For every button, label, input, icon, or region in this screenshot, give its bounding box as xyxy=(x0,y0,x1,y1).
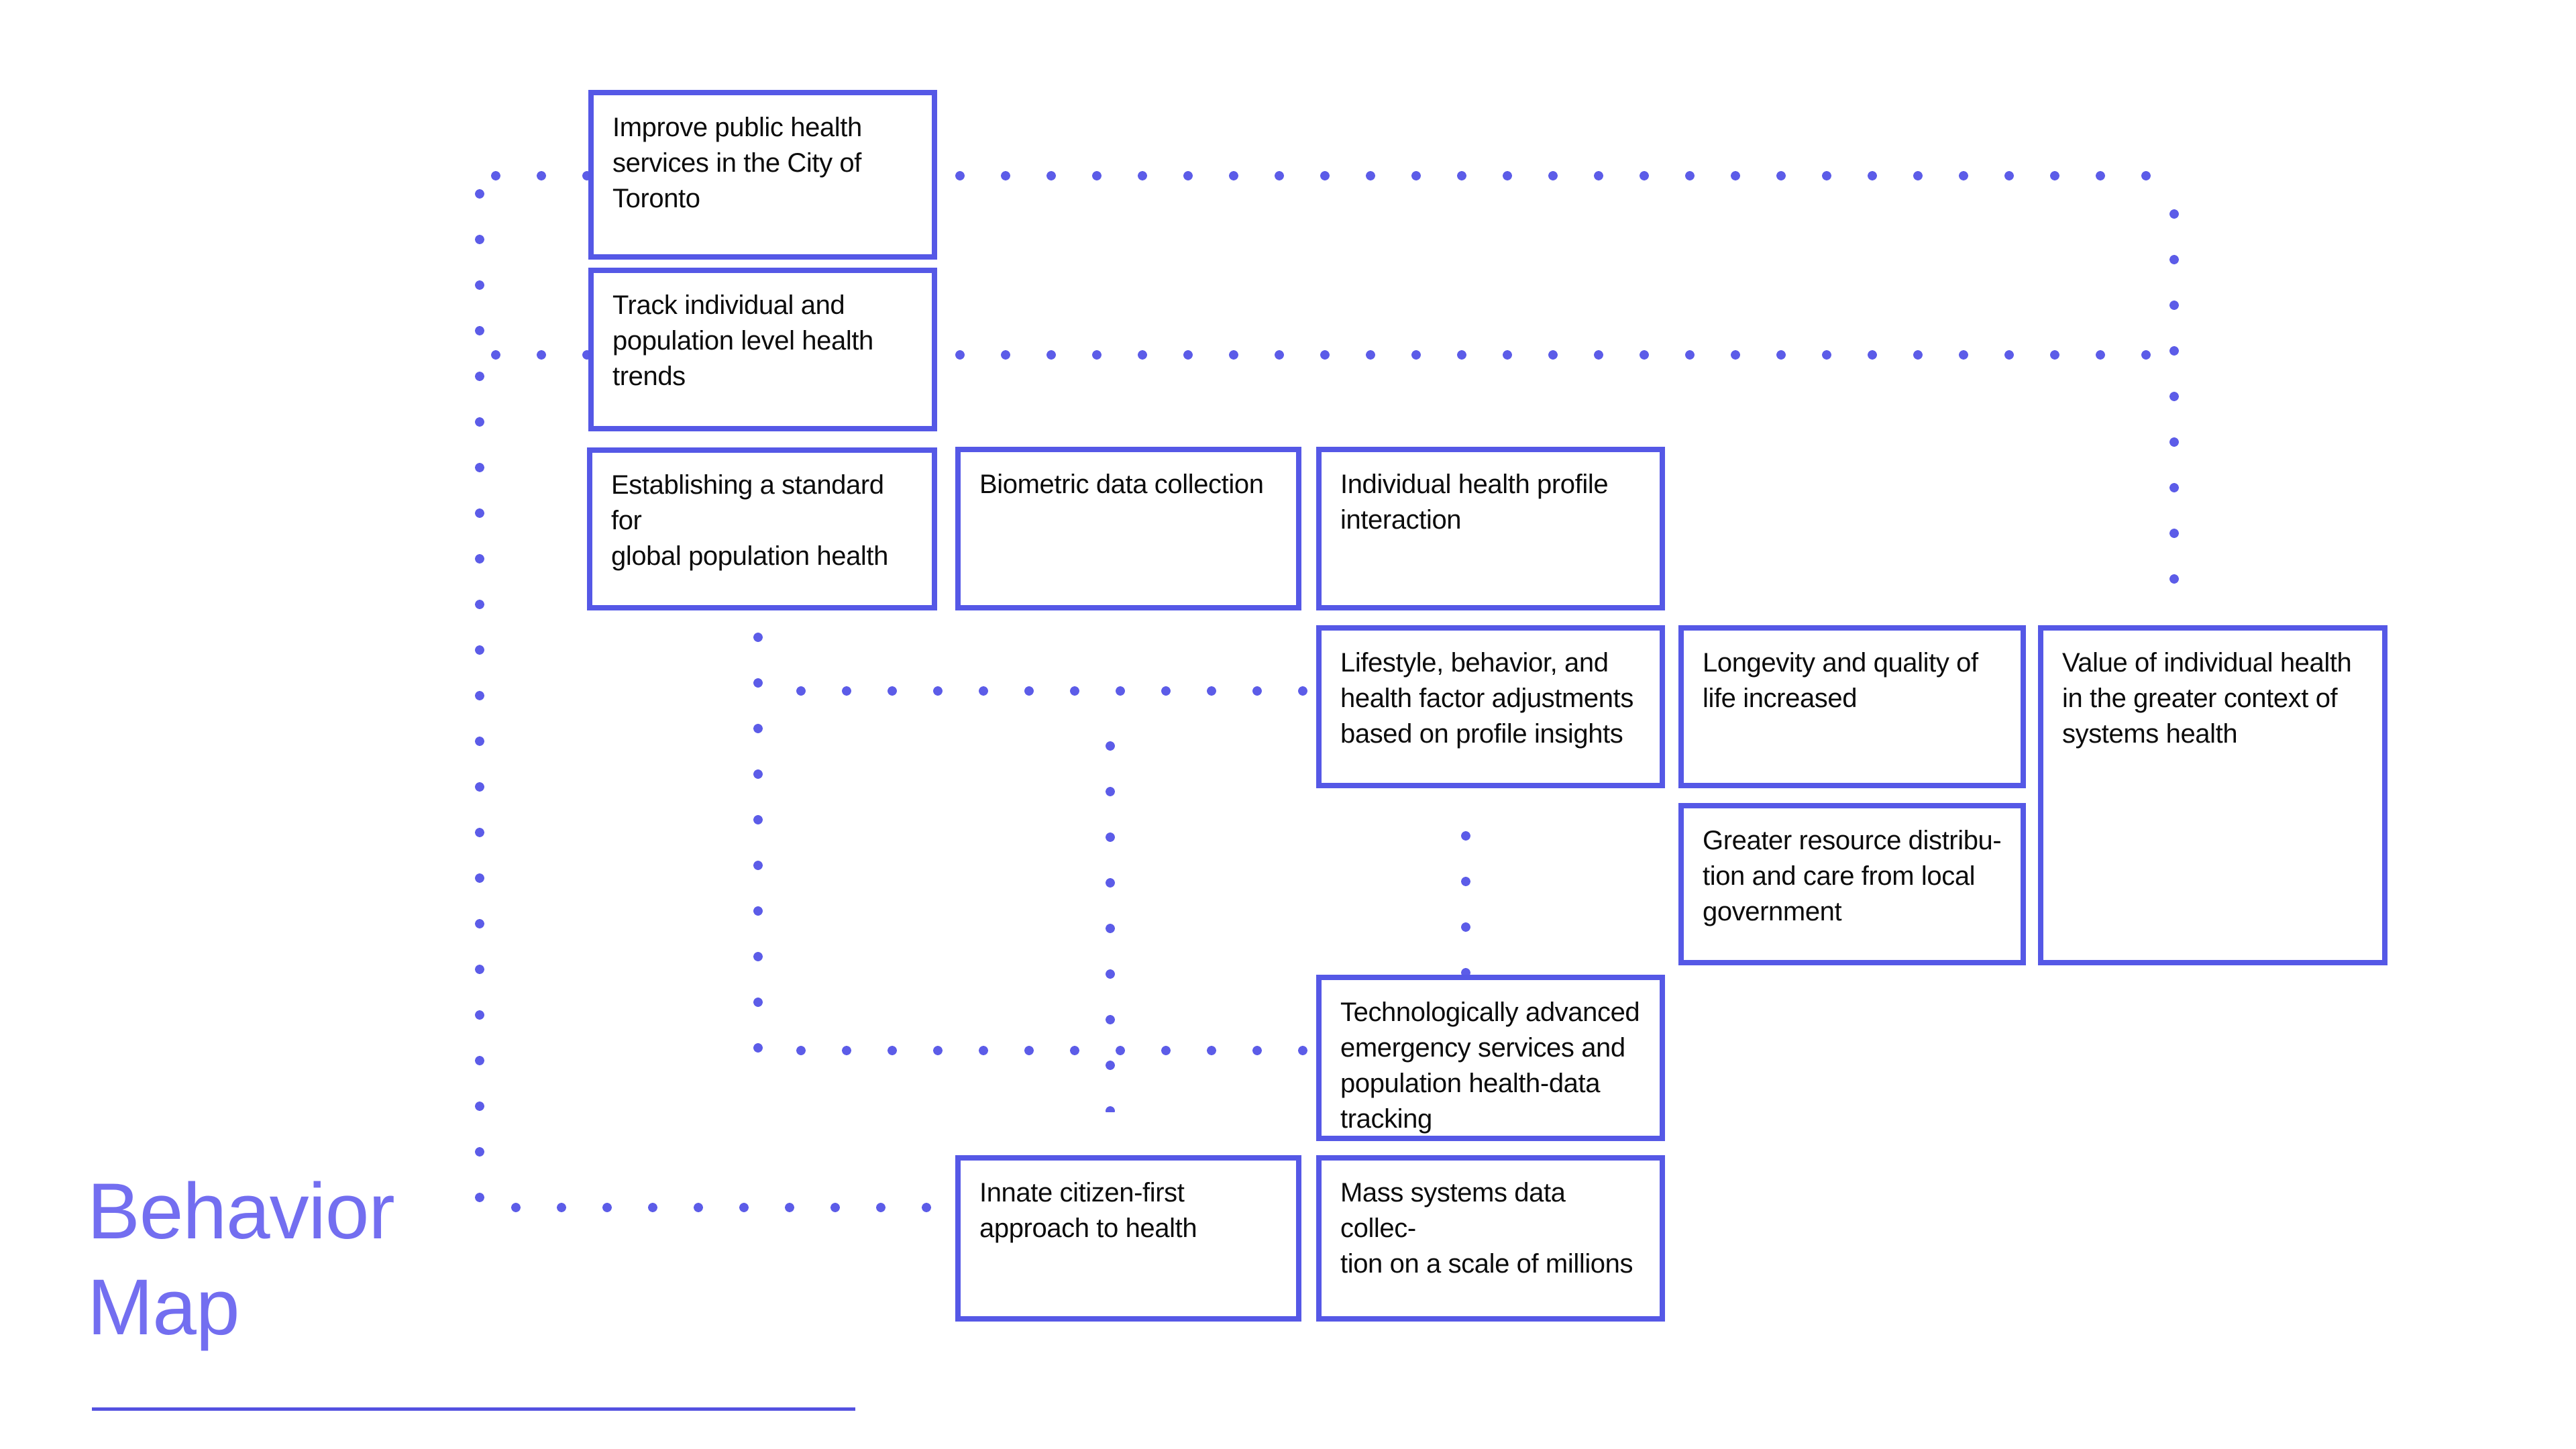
node-global-health-standard: Establishing a standard for global popul… xyxy=(587,447,937,610)
node-label: Mass systems data collec- tion on a scal… xyxy=(1340,1178,1633,1279)
node-label: Greater resource distribu- tion and care… xyxy=(1703,826,2002,926)
dotted-connector-lifestyle-to-emergency xyxy=(1461,813,1470,979)
dotted-connector-row1-right xyxy=(937,171,2182,180)
page-title-line2: Map xyxy=(87,1263,240,1352)
dotted-connector-to-lifestyle xyxy=(778,686,1323,696)
node-citizen-first-approach: Innate citizen-first approach to health xyxy=(955,1155,1301,1322)
node-label: Individual health profile interaction xyxy=(1340,470,1609,535)
dotted-connector-citizen-drop xyxy=(1106,723,1115,1112)
node-label: Technologically advanced emergency servi… xyxy=(1340,998,1640,1134)
dotted-connector-row1-left xyxy=(473,171,594,180)
node-label: Biometric data collection xyxy=(979,470,1264,499)
node-greater-resource-distribution: Greater resource distribu- tion and care… xyxy=(1678,803,2026,965)
dotted-connector-right-drop xyxy=(2169,191,2179,594)
dotted-connector-to-emergency xyxy=(778,1046,1323,1055)
dotted-connector-bottom-row xyxy=(493,1203,936,1212)
dotted-connector-standard-drop xyxy=(753,614,763,1059)
node-label: Establishing a standard for global popul… xyxy=(611,470,888,571)
page-title-line1: Behavior xyxy=(87,1167,395,1256)
node-label: Value of individual health in the greate… xyxy=(2062,648,2352,749)
node-label: Longevity and quality of life increased xyxy=(1703,648,1978,713)
node-lifestyle-adjustments: Lifestyle, behavior, and health factor a… xyxy=(1316,625,1665,788)
node-label: Lifestyle, behavior, and health factor a… xyxy=(1340,648,1633,749)
node-track-health-trends: Track individual and population level he… xyxy=(588,268,937,431)
node-label: Innate citizen-first approach to health xyxy=(979,1178,1197,1243)
node-biometric-data-collection: Biometric data collection xyxy=(955,447,1301,610)
node-health-profile-interaction: Individual health profile interaction xyxy=(1316,447,1665,610)
node-label: Track individual and population level he… xyxy=(612,290,873,391)
dotted-connector-row2-left xyxy=(473,350,594,360)
node-mass-systems-data-collection: Mass systems data collec- tion on a scal… xyxy=(1316,1155,1665,1322)
node-advanced-emergency-services: Technologically advanced emergency servi… xyxy=(1316,975,1665,1141)
node-longevity-increased: Longevity and quality of life increased xyxy=(1678,625,2026,788)
dotted-connector-left-spine xyxy=(475,171,484,1216)
node-value-of-individual-health: Value of individual health in the greate… xyxy=(2038,625,2387,965)
dotted-connector-row2-right xyxy=(937,350,2182,360)
node-label: Improve public health services in the Ci… xyxy=(612,113,862,213)
node-improve-public-health: Improve public health services in the Ci… xyxy=(588,90,937,260)
title-underline xyxy=(92,1407,855,1411)
